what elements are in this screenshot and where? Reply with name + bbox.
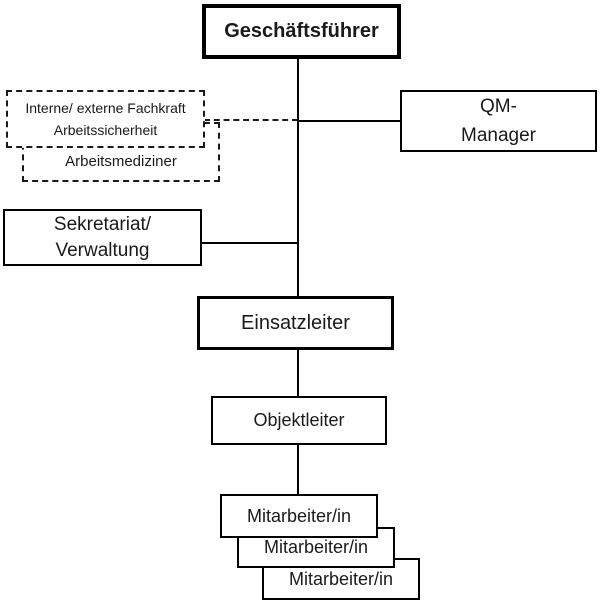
connector-secretariat	[200, 242, 298, 244]
node-einsatzleiter-label: Einsatzleiter	[241, 311, 350, 334]
connector-trunk-bottom	[297, 444, 299, 496]
node-fachkraft-label-line1: Interne/ externe Fachkraft	[25, 99, 186, 116]
connector-trunk-middle	[297, 350, 299, 397]
node-geschaeftsfuehrer: Geschäftsführer	[202, 4, 401, 59]
node-mitarbeiter-1-label: Mitarbeiter/in	[246, 505, 352, 526]
node-einsatzleiter: Einsatzleiter	[197, 296, 394, 350]
node-qm-manager-label-line1: QM-	[480, 95, 517, 117]
node-arbeitsmediziner-label: Arbeitsmediziner	[65, 153, 177, 171]
connector-safety-dashed	[204, 119, 298, 121]
node-geschaeftsfuehrer-label: Geschäftsführer	[224, 20, 379, 42]
node-mitarbeiter-2-label: Mitarbeiter/in	[263, 537, 369, 558]
node-fachkraft-arbeitssicherheit: Interne/ externe Fachkraft Arbeitssicher…	[6, 90, 205, 148]
connector-trunk-top	[297, 59, 299, 297]
node-sekretariat-label-line1: Sekretariat/	[53, 213, 152, 235]
connector-qm-manager	[297, 120, 401, 122]
node-objektleiter-label: Objektleiter	[253, 410, 345, 431]
node-qm-manager-label-line2: Manager	[461, 125, 536, 146]
node-qm-manager: QM- Manager	[400, 90, 597, 152]
node-sekretariat-verwaltung: Sekretariat/ Verwaltung	[3, 209, 202, 266]
node-sekretariat-label-line2: Verwaltung	[55, 239, 150, 261]
node-mitarbeiter-1: Mitarbeiter/in	[220, 494, 378, 538]
node-mitarbeiter-3-label: Mitarbeiter/in	[288, 568, 394, 589]
node-objektleiter: Objektleiter	[211, 396, 387, 445]
node-fachkraft-label-line2: Arbeitssicherheit	[53, 122, 158, 138]
